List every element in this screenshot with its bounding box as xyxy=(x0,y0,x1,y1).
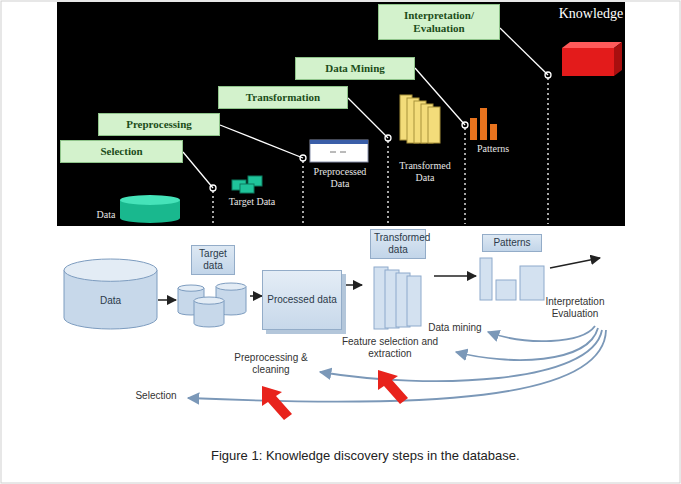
flow-arrow xyxy=(250,295,262,297)
flow-arrow xyxy=(434,275,476,277)
knowledge-cube-icon xyxy=(562,42,622,76)
data-cylinder: Data xyxy=(63,258,158,330)
target-data-group: Target data xyxy=(176,245,250,329)
staircase-lines-part xyxy=(385,135,391,141)
staircase-lines-part-part xyxy=(212,191,213,224)
stage-label: Preprocessed Data xyxy=(308,166,372,189)
step-box: Selection xyxy=(60,140,183,163)
stage-label: Target Data xyxy=(222,196,282,208)
node-label: Data Mining xyxy=(325,62,385,75)
output-arrow xyxy=(550,258,600,268)
step-box: Preprocessing xyxy=(98,113,220,136)
target-cubes-icon-part xyxy=(240,184,254,193)
preprocessed-window-icon xyxy=(310,140,368,162)
pattern-bars-icon-part xyxy=(470,118,477,140)
step-label: Interpretation Evaluation xyxy=(532,296,618,319)
stage-label: Knowledge xyxy=(556,6,626,22)
step-label: Data mining xyxy=(424,322,486,334)
staircase-lines-part xyxy=(348,98,388,138)
flow-arrow xyxy=(158,299,176,301)
node-label: Transformed data xyxy=(370,229,426,259)
staircase-lines-part-part xyxy=(547,78,548,224)
red-arrows-part xyxy=(262,386,292,420)
processed-data-box: Processed data xyxy=(262,270,342,330)
red-arrows xyxy=(262,370,408,420)
target-cubes-icon xyxy=(232,176,262,193)
step-label: Selection xyxy=(128,390,184,402)
staircase-lines-part xyxy=(213,78,548,224)
knowledge-cube-icon-part xyxy=(562,42,622,48)
node-label: Processed data xyxy=(267,294,337,306)
node-label: Data xyxy=(100,295,121,307)
step-label: Feature selection and extraction xyxy=(330,336,450,359)
node-illustration xyxy=(63,258,158,330)
pattern-bars-icon-part xyxy=(480,108,487,140)
node-label: Preprocessing xyxy=(126,118,192,131)
staircase-lines-part xyxy=(500,28,548,75)
data-cylinder-icon xyxy=(120,195,180,223)
node-illustration-part xyxy=(216,283,246,290)
node-illustration-part xyxy=(496,280,516,300)
node-illustration-part xyxy=(194,297,224,304)
node-label: Transformation xyxy=(246,91,320,104)
node-illustration-part xyxy=(178,285,204,291)
step-box: Data Mining xyxy=(295,57,415,80)
staircase-lines xyxy=(183,28,551,224)
staircase-lines-part xyxy=(183,152,213,188)
node-illustration-part xyxy=(480,258,492,300)
preprocessed-window-icon-part xyxy=(310,140,368,162)
staircase-lines-part-part xyxy=(387,141,388,224)
node-label: Interpretation/ Evaluation xyxy=(383,9,495,34)
staircase-lines-part-part xyxy=(302,161,303,224)
pattern-bars-icon-part xyxy=(490,124,497,140)
stage-label: Transformed Data xyxy=(392,160,458,183)
node-label: Target data xyxy=(191,245,235,275)
node-illustration-part xyxy=(64,259,157,281)
node-label: Selection xyxy=(100,145,142,158)
preprocessed-window-icon-part xyxy=(330,152,336,153)
staircase-lines-part-part xyxy=(464,128,465,224)
pattern-bars-icon xyxy=(470,108,497,140)
staircase-lines-part xyxy=(300,155,306,161)
red-arrows-part xyxy=(378,370,408,404)
staircase-lines-part xyxy=(220,125,303,158)
node-illustration-part xyxy=(407,276,421,326)
stage-label: Patterns xyxy=(468,143,518,155)
preprocessed-window-icon-part xyxy=(310,140,368,144)
feedback-arrows-part xyxy=(488,326,595,341)
preprocessed-window-icon-part xyxy=(340,152,346,153)
data-cylinder-icon-part xyxy=(120,195,180,205)
dark-panel xyxy=(57,2,625,226)
step-label: Preprocessing & cleaning xyxy=(228,352,314,375)
step-box: Interpretation/ Evaluation xyxy=(378,4,500,40)
staircase-lines-part xyxy=(462,122,468,128)
node-illustration-part xyxy=(520,266,544,300)
flow-arrow xyxy=(342,284,362,286)
node-label: Patterns xyxy=(482,234,542,252)
transformed-data-group: Transformed data xyxy=(362,229,434,333)
step-box: Transformation xyxy=(218,86,348,109)
stage-label: Data xyxy=(92,209,120,221)
knowledge-cube-icon-part xyxy=(614,42,622,76)
transformed-sheets-icon-part xyxy=(428,107,440,143)
staircase-lines-part xyxy=(545,72,551,78)
transformed-sheets-icon xyxy=(400,95,440,143)
staircase-lines-part xyxy=(210,185,216,191)
knowledge-cube-icon-part xyxy=(562,48,614,76)
patterns-group: Patterns xyxy=(476,234,548,304)
figure-caption: Figure 1: Knowledge discovery steps in t… xyxy=(211,448,520,463)
